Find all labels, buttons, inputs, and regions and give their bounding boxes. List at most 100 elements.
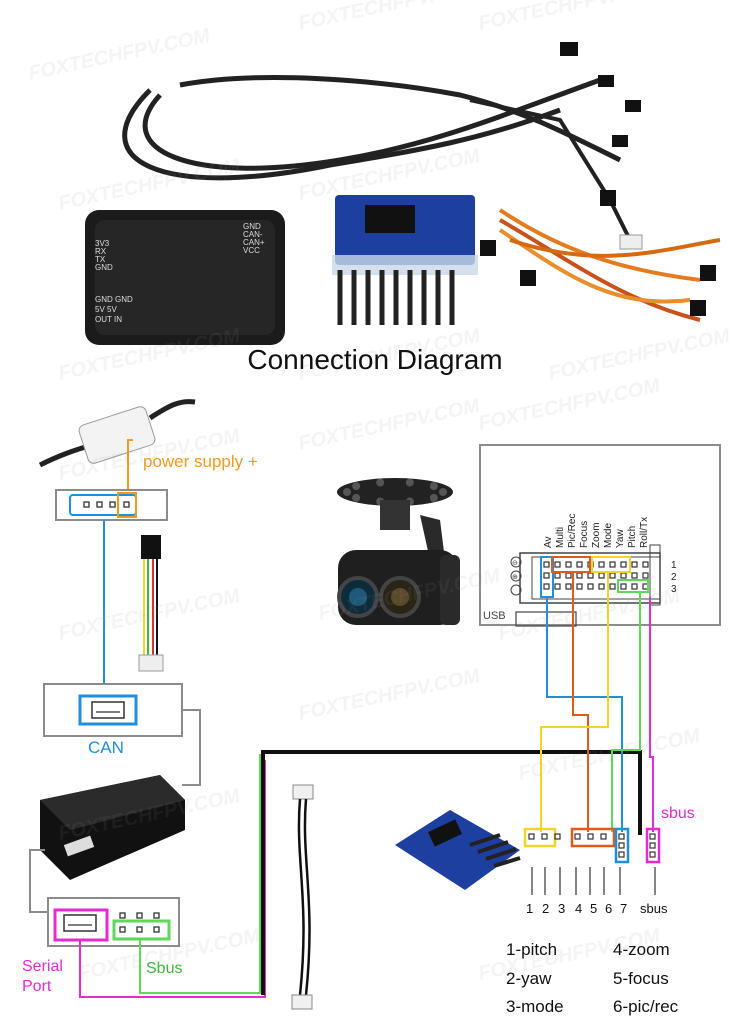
gimbal-port-label: Mode bbox=[603, 523, 614, 548]
cable-harness-photo bbox=[122, 42, 643, 250]
decoder-out-pin bbox=[649, 851, 656, 858]
gimbal-pin bbox=[642, 572, 649, 579]
can-module-pin-label: GND bbox=[243, 222, 261, 231]
legend-pitch: 1-pitch bbox=[506, 940, 558, 959]
decoder-out-pin bbox=[528, 833, 535, 840]
gimbal-mount-dot bbox=[429, 482, 438, 491]
pin-number-3: 3 bbox=[558, 901, 566, 916]
gimbal-pin bbox=[554, 561, 561, 568]
gimbal-pin bbox=[543, 572, 550, 579]
watermark-text: FOXTECHFPV.COM bbox=[296, 0, 483, 35]
can-label: CAN bbox=[88, 738, 124, 757]
gimbal-board: ⊖ ⊕ USB Roll/TxPitchYawModeZoomFocusPic/… bbox=[479, 444, 721, 627]
sbus-decoder-photo bbox=[332, 195, 478, 325]
svg-text:⊕: ⊕ bbox=[512, 574, 518, 581]
watermark-text: FOXTECHFPV.COM bbox=[476, 0, 663, 35]
can-module-pin-label: TX bbox=[95, 255, 106, 264]
gimbal-pin bbox=[543, 583, 550, 590]
power-supply-line bbox=[127, 439, 133, 500]
can-module-pin-label: 5V 5V bbox=[95, 305, 117, 314]
decoder-out-pin bbox=[554, 833, 561, 840]
gimbal-mount-dot bbox=[376, 478, 385, 487]
pin-number-2: 2 bbox=[542, 901, 550, 916]
yellow-wire bbox=[540, 572, 609, 832]
svg-text:⊖: ⊖ bbox=[512, 560, 518, 567]
gimbal-port-label: Multi bbox=[555, 527, 566, 548]
decoder-out-pin bbox=[618, 851, 625, 858]
gimbal-pin bbox=[576, 561, 583, 568]
legend-mode: 3-mode bbox=[506, 997, 564, 1016]
gimbal-pin bbox=[631, 572, 638, 579]
gimbal-pin bbox=[631, 583, 638, 590]
gimbal-pin bbox=[631, 561, 638, 568]
sbus-green-wire bbox=[139, 754, 261, 994]
gimbal-pin bbox=[565, 583, 572, 590]
gimbal-row-number: 3 bbox=[671, 584, 677, 595]
gimbal-pin bbox=[576, 583, 583, 590]
power-supply-label: power supply + bbox=[143, 452, 258, 471]
decoder-out-pin bbox=[618, 842, 625, 849]
decoder-out-pin bbox=[649, 842, 656, 849]
watermark-text: FOXTECHFPV.COM bbox=[56, 155, 243, 215]
gimbal-camera-photo bbox=[337, 478, 460, 625]
can-module-pin-label: GND GND bbox=[95, 295, 133, 304]
servo-cables-photo bbox=[480, 190, 721, 322]
gimbal-pin bbox=[609, 561, 616, 568]
watermark-text: FOXTECHFPV.COM bbox=[26, 25, 213, 85]
can-module-pin-label: CAN- bbox=[243, 230, 263, 239]
pin-number-4: 4 bbox=[575, 901, 583, 916]
watermark-text: FOXTECHFPV.COM bbox=[56, 585, 243, 645]
sensor-cable bbox=[138, 535, 164, 672]
pin-number-7: 7 bbox=[620, 901, 628, 916]
blue-wire bbox=[546, 597, 623, 832]
gimbal-pin bbox=[620, 561, 627, 568]
main-black-cable bbox=[261, 750, 642, 995]
gimbal-pin bbox=[620, 583, 627, 590]
serial-port-label: Serial Port bbox=[22, 958, 63, 995]
legend-zoom: 4-zoom bbox=[613, 940, 670, 959]
gimbal-port-label: Pic/Rec bbox=[567, 514, 578, 548]
can-module-pin-label: CAN+ bbox=[243, 238, 265, 247]
serial-sbus-box bbox=[47, 897, 180, 947]
gimbal-pin bbox=[587, 583, 594, 590]
legend-focus: 5-focus bbox=[613, 969, 669, 988]
module-to-port-line bbox=[29, 849, 48, 913]
gimbal-pin bbox=[598, 583, 605, 590]
decoder-out-pin bbox=[618, 833, 625, 840]
pin-number-6: 6 bbox=[605, 901, 613, 916]
gimbal-pin bbox=[642, 561, 649, 568]
red-wire bbox=[572, 572, 589, 832]
can-module-pin-label: OUT IN bbox=[95, 315, 122, 324]
green-wire bbox=[611, 592, 641, 832]
sbus-green-label: Sbus bbox=[146, 960, 183, 977]
decoder-out-pin bbox=[587, 833, 594, 840]
harness-cable bbox=[291, 784, 314, 1010]
can-module-pin-label: VCC bbox=[243, 246, 260, 255]
power-hub bbox=[55, 489, 168, 521]
sbus-magenta-label: sbus bbox=[661, 805, 695, 822]
legend-yaw: 2-yaw bbox=[506, 969, 552, 988]
can-port-box bbox=[43, 683, 183, 737]
can-module-pin-label: 3V3 bbox=[95, 239, 110, 248]
can-to-module-line bbox=[182, 709, 201, 786]
watermark-text: FOXTECHFPV.COM bbox=[516, 725, 703, 785]
gimbal-mount-dot bbox=[439, 488, 447, 496]
gimbal-row-number: 1 bbox=[671, 560, 677, 571]
gimbal-port-label: Pitch bbox=[627, 526, 638, 548]
can-module-pin-label: GND bbox=[95, 263, 113, 272]
diagram-title: Connection Diagram bbox=[247, 344, 503, 375]
gimbal-mount-dot bbox=[352, 482, 361, 491]
legend-pic-rec: 6-pic/rec bbox=[613, 997, 679, 1016]
power-cable bbox=[38, 399, 196, 468]
gimbal-mount-dot bbox=[352, 493, 361, 502]
gimbal-port-label: Av bbox=[543, 537, 554, 549]
usb-label: USB bbox=[483, 610, 506, 622]
magenta-wire bbox=[649, 597, 654, 832]
gimbal-mount-dot bbox=[405, 478, 414, 487]
gimbal-pin bbox=[565, 561, 572, 568]
gimbal-pin bbox=[554, 583, 561, 590]
decoder-small-photo bbox=[395, 810, 521, 890]
decoder-out-pin bbox=[649, 833, 656, 840]
gimbal-pin bbox=[598, 561, 605, 568]
